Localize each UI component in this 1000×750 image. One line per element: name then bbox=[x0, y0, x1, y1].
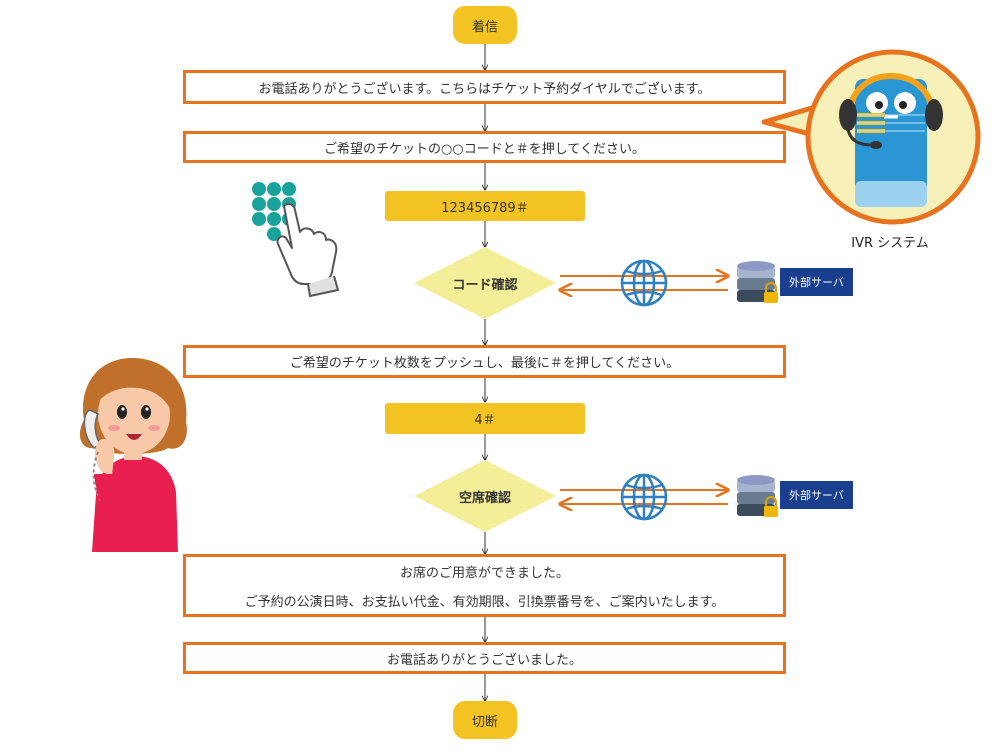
seat-ready-step: お席のご用意ができました。 ご予約の公演日時、お支払い代金、有効期限、引換票番号… bbox=[183, 554, 786, 617]
greeting-step: お電話ありがとうございます。こちらはチケット予約ダイヤルでございます。 bbox=[183, 70, 786, 104]
enter-code-text: ご希望のチケットの○○コードと＃を押してください。 bbox=[324, 141, 645, 157]
globe-icon bbox=[620, 259, 668, 307]
lock-icon bbox=[764, 282, 778, 303]
code-input-value: 123456789＃ bbox=[385, 191, 585, 221]
database-icon bbox=[737, 261, 778, 303]
seat-check-diamond bbox=[414, 460, 556, 532]
external-server-tag: 外部サーバ bbox=[780, 268, 853, 296]
seat-ready-line2: ご予約の公演日時、お支払い代金、有効期限、引換票番号を、ご案内いたします。 bbox=[244, 594, 725, 610]
enter-code-step: ご希望のチケットの○○コードと＃を押してください。 bbox=[183, 131, 786, 163]
database-icon bbox=[737, 475, 778, 517]
external-server-label: 外部サーバ bbox=[789, 489, 844, 502]
quantity-input-text: 4＃ bbox=[474, 413, 496, 428]
external-server-label: 外部サーバ bbox=[789, 276, 844, 289]
caller-woman-icon bbox=[79, 358, 187, 552]
lock-icon bbox=[764, 496, 778, 517]
ivr-caption: IVR システム bbox=[851, 236, 929, 251]
code-check-diamond bbox=[414, 247, 556, 319]
globe-icon bbox=[620, 473, 668, 521]
quantity-input-value: 4＃ bbox=[385, 403, 585, 434]
ivr-system-bubble bbox=[761, 49, 981, 225]
enter-quantity-step: ご希望のチケット枚数をプッシュし、最後に＃を押してください。 bbox=[183, 345, 786, 378]
headset-robot-icon bbox=[839, 73, 943, 207]
seat-ready-line1: お席のご用意ができました。 bbox=[399, 565, 569, 581]
external-server-tag: 外部サーバ bbox=[780, 481, 853, 509]
thanks-text: お電話ありがとうございました。 bbox=[386, 652, 582, 668]
start-label: 着信 bbox=[471, 19, 498, 35]
start-node: 着信 bbox=[453, 6, 517, 44]
pointing-hand-icon bbox=[276, 202, 340, 298]
code-check-label: コード確認 bbox=[452, 277, 518, 293]
keypad-icon bbox=[252, 182, 340, 298]
end-node: 切断 bbox=[453, 701, 517, 739]
seat-check-label: 空席確認 bbox=[458, 490, 511, 506]
code-input-text: 123456789＃ bbox=[441, 200, 529, 216]
enter-quantity-text: ご希望のチケット枚数をプッシュし、最後に＃を押してください。 bbox=[289, 356, 680, 371]
end-label: 切断 bbox=[471, 714, 498, 730]
thanks-step: お電話ありがとうございました。 bbox=[183, 642, 786, 674]
greeting-text: お電話ありがとうございます。こちらはチケット予約ダイヤルでございます。 bbox=[258, 81, 711, 97]
